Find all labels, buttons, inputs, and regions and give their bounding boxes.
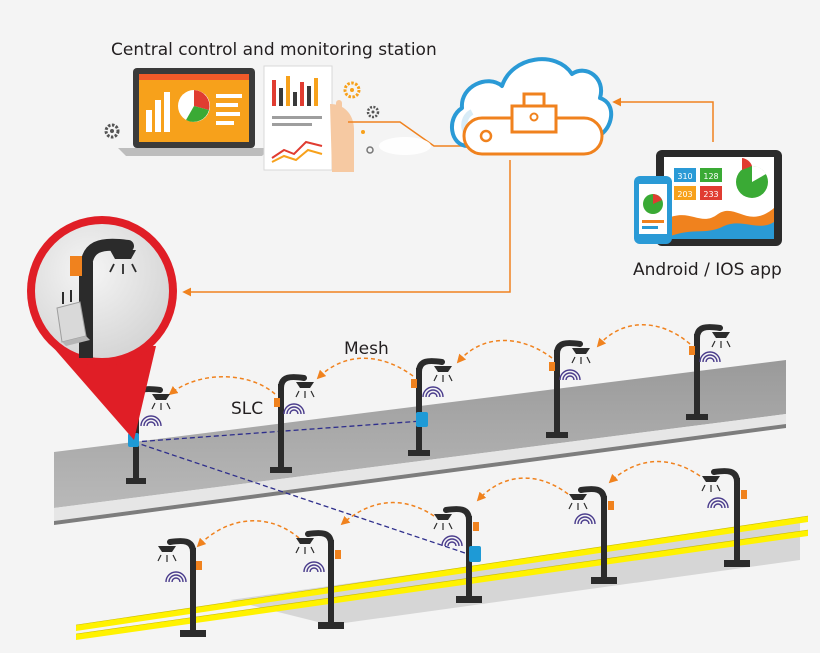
wifi-signal-icon [574,513,596,525]
app-tile-4: 233 [703,190,718,199]
app-tile-3: 203 [677,190,692,199]
magnifier-callout [27,216,177,440]
lower-road [75,515,809,640]
wifi-signal-icon [303,561,325,573]
smartphone-icon [634,176,672,244]
street-light-icon [270,374,315,473]
app-tile-1: 310 [677,172,692,181]
street-light-icon [568,486,617,584]
street-light-icon [157,538,206,637]
street-light-icon [701,468,750,567]
street-light-icon [686,324,731,420]
laptop-icon [118,68,270,156]
street-light-icon [56,238,137,358]
wifi-signal-icon [165,571,187,583]
cloud-server-icon [449,57,613,156]
mesh-label: Mesh [344,339,389,359]
gear-icon [104,81,380,154]
street-light-icon [546,340,591,438]
wifi-signal-icon [140,415,162,427]
app-tile-2: 128 [703,172,718,181]
slc-label: SLC [231,399,263,419]
street-light-icon [408,358,453,456]
wifi-signal-icon [707,497,729,509]
wifi-signal-icon [441,535,463,547]
station-label: Central control and monitoring station [111,40,437,60]
street-light-icon [433,506,482,603]
wifi-signal-icon [559,369,581,381]
wifi-signal-icon [283,403,305,415]
tablet-icon: 310 128 203 233 [656,150,782,246]
street-light-icon [295,530,344,629]
app-label: Android / IOS app [633,260,782,280]
wifi-signal-icon [699,351,721,363]
wifi-signal-icon [422,386,444,398]
report-sheet-icon [263,65,354,172]
